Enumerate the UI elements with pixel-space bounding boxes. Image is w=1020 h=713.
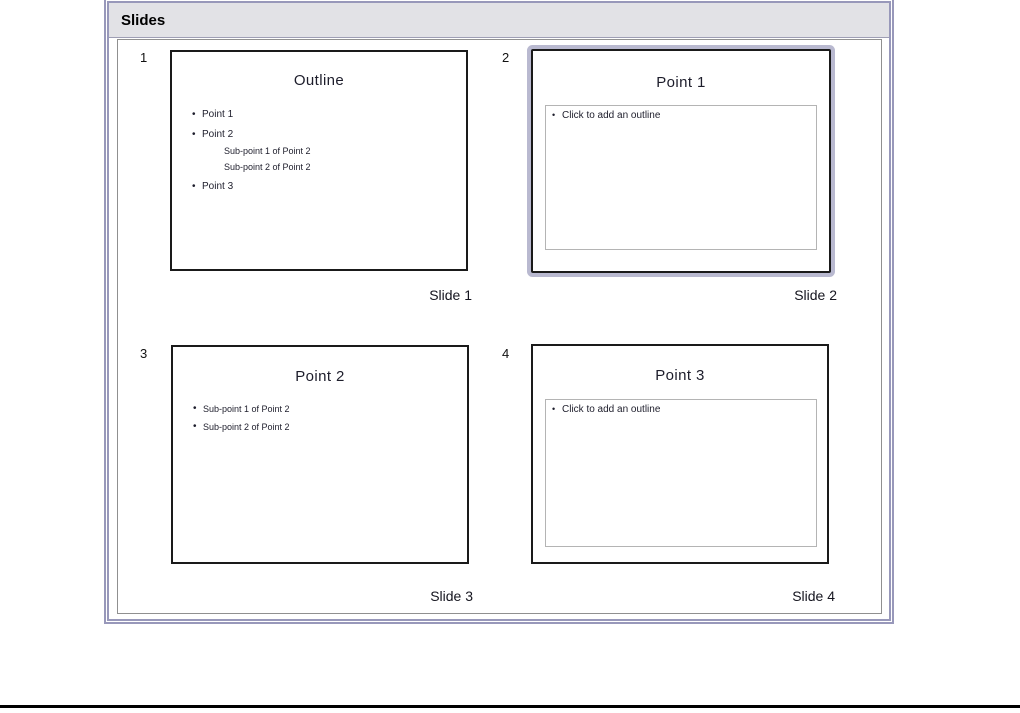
slide-bullet: Sub-point 1 of Point 2	[192, 400, 459, 418]
outline-placeholder: Click to add an outline	[545, 105, 817, 250]
slide-bullet: Point 1	[191, 107, 458, 123]
slide-number-1: 1	[140, 50, 148, 65]
slide-label-4: Slide 4	[792, 588, 835, 604]
slide-title: Outline	[293, 72, 345, 89]
slide-number-4: 4	[502, 346, 510, 361]
slide-thumbnail-1[interactable]: Outline Point 1 Point 2 Sub-point 1 of P…	[170, 50, 468, 271]
slide-bullet-list: Point 1 Point 2 Sub-point 1 of Point 2 S…	[172, 107, 466, 195]
placeholder-text: Click to add an outline	[552, 110, 812, 121]
slide-thumbnail-3[interactable]: Point 2 Sub-point 1 of Point 2 Sub-point…	[171, 345, 469, 564]
slide-label-2: Slide 2	[794, 287, 837, 303]
slides-panel: Slides 1 Outline Point 1 Point 2 Sub-poi…	[104, 0, 894, 624]
slides-panel-body: 1 Outline Point 1 Point 2 Sub-point 1 of…	[109, 39, 889, 619]
slide-bullet: Sub-point 2 of Point 2	[192, 418, 459, 436]
outline-placeholder: Click to add an outline	[545, 399, 817, 547]
slide-bullet-list: Sub-point 1 of Point 2 Sub-point 2 of Po…	[173, 400, 467, 436]
slide-title: Point 1	[656, 74, 706, 91]
slide-number-2: 2	[502, 50, 510, 65]
slide-number-3: 3	[140, 346, 148, 361]
panel-title: Slides	[121, 12, 166, 29]
slide-sub-bullet: Sub-point 1 of Point 2	[224, 146, 311, 156]
slide-bullet: Point 2	[191, 127, 458, 143]
bottom-divider	[0, 705, 1020, 708]
slide-bullet: Point 3	[191, 179, 458, 195]
slide-thumbnail-4[interactable]: Point 3 Click to add an outline	[531, 344, 829, 564]
placeholder-text: Click to add an outline	[552, 404, 812, 415]
slide-label-1: Slide 1	[429, 287, 472, 303]
slide-title: Point 3	[655, 367, 705, 384]
slides-panel-header: Slides	[109, 3, 889, 38]
slides-view: 1 Outline Point 1 Point 2 Sub-point 1 of…	[117, 39, 882, 614]
slide-label-3: Slide 3	[430, 588, 473, 604]
slide-thumbnail-2[interactable]: Point 1 Click to add an outline	[531, 49, 831, 273]
slide-sub-bullet: Sub-point 2 of Point 2	[224, 162, 311, 172]
slide-title: Point 2	[295, 368, 345, 385]
